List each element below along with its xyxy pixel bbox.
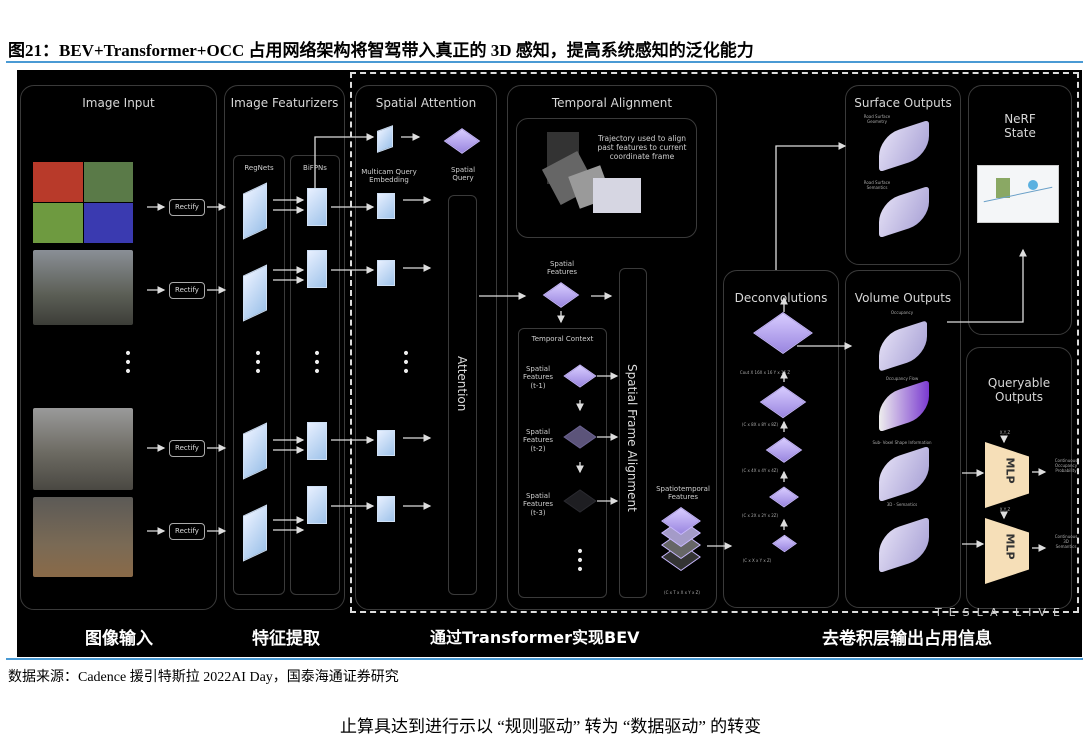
label: (C x T x X x Y x Z) bbox=[664, 590, 700, 595]
panel-title: Surface Outputs bbox=[854, 96, 952, 110]
label: Occupancy bbox=[890, 310, 914, 315]
panel-title: NeRF State bbox=[1004, 112, 1036, 140]
volume-outputs-panel: Volume Outputs bbox=[845, 270, 961, 608]
label: X,Y,Z bbox=[999, 430, 1011, 435]
ellipsis-dots: ••• bbox=[253, 346, 263, 380]
label: Continuous 3D Semantics bbox=[1054, 534, 1078, 549]
label: Road Surface Geometry bbox=[863, 114, 891, 124]
architecture-diagram: Image Input ••• Rectify Rectify Rectify … bbox=[17, 70, 1082, 657]
bottom-divider bbox=[6, 658, 1083, 660]
label: Attention bbox=[455, 356, 469, 412]
temporal-alignment-panel: Temporal Alignment bbox=[507, 85, 717, 610]
panel-title: Spatial Attention bbox=[375, 96, 477, 110]
trajectory-box bbox=[516, 118, 697, 238]
frame-image bbox=[593, 178, 641, 213]
ellipsis-dots: ••• bbox=[123, 346, 133, 380]
label: Cout X 16X x 16 Y x 16 Z bbox=[739, 370, 791, 375]
rectify-step: Rectify bbox=[169, 199, 205, 216]
label: Multicam Query Embedding bbox=[361, 168, 417, 185]
bifpn-block bbox=[307, 188, 327, 226]
surface-outputs-panel: Surface Outputs bbox=[845, 85, 961, 265]
key-value-block bbox=[377, 260, 395, 286]
figure-title: 图21：BEV+Transformer+OCC 占用网络架构将智驾带入真正的 3… bbox=[8, 41, 754, 60]
label: (C x X x Y x Z) bbox=[742, 558, 772, 563]
label: Occupancy Flow bbox=[885, 376, 919, 381]
image-featurizers-panel: Image Featurizers bbox=[224, 85, 345, 610]
label: Sub- Voxel Shape Information bbox=[872, 440, 932, 445]
panel-title: Queryable Outputs bbox=[987, 376, 1051, 404]
transformer-region-outline bbox=[350, 72, 1079, 613]
queryable-outputs-panel: Queryable Outputs bbox=[966, 347, 1072, 609]
rectify-step: Rectify bbox=[169, 440, 205, 457]
bifpn-block bbox=[307, 422, 327, 460]
spatial-attention-panel: Spatial Attention bbox=[355, 85, 497, 610]
trajectory-caption: Trajectory used to align past features t… bbox=[597, 134, 687, 161]
top-divider bbox=[6, 61, 1083, 63]
label: Spatiotemporal Features bbox=[656, 485, 710, 502]
stage-label-feature-extraction: 特征提取 bbox=[252, 629, 320, 649]
key-value-block bbox=[377, 193, 395, 219]
attention-block: Attention bbox=[448, 195, 477, 595]
label: (C x 2X x 2Y x 2Z) bbox=[741, 513, 779, 518]
panel-title: Temporal Alignment bbox=[551, 96, 673, 110]
label: Road Surface Semantics bbox=[863, 180, 891, 190]
stage-label-image-input: 图像输入 bbox=[85, 629, 153, 649]
rectify-step: Rectify bbox=[169, 282, 205, 299]
bifpn-block bbox=[307, 486, 327, 524]
figure-source: 数据来源：Cadence 援引特斯拉 2022AI Day，国泰海通证券研究 bbox=[8, 670, 399, 685]
stage-label-transformer-bev: 通过Transformer实现BEV bbox=[430, 628, 640, 647]
label: X,Y,Z bbox=[999, 507, 1011, 512]
camera-image bbox=[33, 408, 133, 490]
camera-image bbox=[33, 497, 133, 577]
ellipsis-dots: ••• bbox=[401, 346, 411, 380]
label: Temporal Context bbox=[531, 335, 594, 343]
panel-title: Volume Outputs bbox=[854, 291, 952, 305]
label: Spatial Features (t-2) bbox=[522, 428, 554, 453]
image-input-panel: Image Input bbox=[20, 85, 217, 610]
bifpn-block bbox=[307, 250, 327, 288]
nerf-state-panel: NeRF State bbox=[968, 85, 1072, 335]
label: (C x 8X x 8Y x 8Z) bbox=[741, 422, 779, 427]
label: (C x 4X x 4Y x 4Z) bbox=[741, 468, 779, 473]
flow-arrows bbox=[147, 133, 1047, 552]
ellipsis-dots: ••• bbox=[312, 346, 322, 380]
label: Spatial Features (t-3) bbox=[522, 492, 554, 517]
panel-title: Image Featurizers bbox=[230, 96, 339, 110]
spatial-frame-alignment-block: Spatial Frame Alignment bbox=[619, 268, 647, 598]
stage-label-deconv-occupancy: 去卷积层输出占用信息 bbox=[822, 629, 992, 649]
label: Spatial Frame Alignment bbox=[625, 364, 639, 512]
label: Spatial Features bbox=[546, 260, 578, 277]
temporal-context-box: Temporal Context bbox=[518, 328, 607, 598]
nerf-illustration bbox=[977, 165, 1059, 223]
label: Spatial Query bbox=[450, 166, 476, 183]
label: Continuous Occupancy Probability bbox=[1054, 458, 1078, 473]
regnets-column: RegNets bbox=[233, 155, 285, 595]
camera-image-grid bbox=[33, 162, 133, 243]
ellipsis-dots: ••• bbox=[575, 544, 585, 578]
label: 3D - Semantics bbox=[886, 502, 918, 507]
rectify-step: Rectify bbox=[169, 523, 205, 540]
key-value-block bbox=[377, 496, 395, 522]
label: RegNets bbox=[244, 164, 274, 172]
camera-image bbox=[33, 250, 133, 325]
key-value-block bbox=[377, 430, 395, 456]
tesla-live-logo: TESLA LIVE bbox=[935, 606, 1067, 619]
panel-title: Image Input bbox=[82, 96, 155, 110]
label: Spatial Features (t-1) bbox=[522, 365, 554, 390]
